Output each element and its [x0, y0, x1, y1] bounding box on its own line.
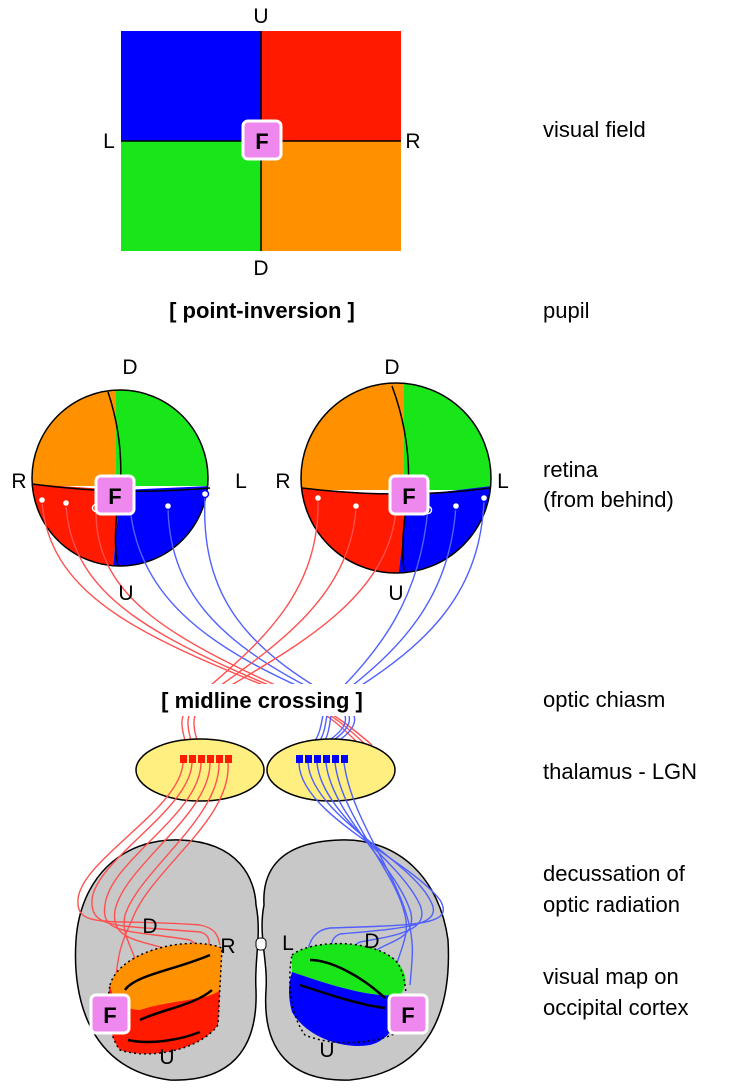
cortex-left-fovea-label: F: [103, 1003, 116, 1028]
visual-field-fovea-badge: F: [241, 119, 283, 161]
side-label-retina-from-behind: (from behind): [543, 487, 674, 512]
retina-right-label-left: R: [275, 470, 290, 493]
optic-nerve-fibers: [37, 489, 489, 756]
side-label-thalamus: thalamus - LGN: [543, 759, 697, 784]
retina-left-label-left: R: [11, 470, 26, 493]
chiasm-caption: [ midline crossing ]: [161, 688, 363, 713]
side-label-pupil: pupil: [543, 298, 589, 323]
cortex-left-label-bottom: U: [159, 1046, 174, 1069]
retina-left-label-top: D: [122, 356, 137, 379]
cortex-left-label-top: D: [142, 915, 157, 938]
cortex-left-label-right: R: [220, 935, 235, 958]
visual-field-label-right: R: [405, 130, 420, 153]
side-label-visual-field: visual field: [543, 117, 646, 142]
cortex-right-fovea-label: F: [401, 1003, 414, 1028]
retina-left-label-bottom: U: [118, 582, 133, 605]
side-label-optic-chiasm: optic chiasm: [543, 687, 665, 712]
pupil-caption: [ point-inversion ]: [169, 298, 355, 323]
lgn-right: [266, 738, 396, 802]
retina-left-label-right: L: [235, 470, 247, 493]
visual-field-fovea-label: F: [255, 129, 268, 154]
cortex-left-visual-map: [107, 942, 223, 1055]
visual-field-label-left: L: [103, 130, 115, 153]
side-label-visual-map: visual map on: [543, 964, 679, 989]
retina-right-fovea-badge: F: [388, 474, 430, 516]
side-label-occipital-cortex: occipital cortex: [543, 995, 689, 1020]
retina-right-label-bottom: U: [388, 582, 403, 605]
retina-left-fovea-badge: F: [94, 474, 136, 516]
visual-field-label-down: D: [253, 257, 268, 280]
visual-field-lower-left-quadrant: [121, 141, 261, 251]
retina-right-label-right: L: [497, 470, 509, 493]
cortex-left-fovea-badge: F: [89, 993, 131, 1035]
cortex-right-label-left: L: [282, 932, 294, 955]
side-label-retina: retina: [543, 457, 599, 482]
retina-left-fovea-label: F: [108, 484, 121, 509]
visual-field: U D L R F: [103, 5, 420, 280]
cortex-right-visual-map: [289, 942, 408, 1046]
visual-field-lower-right-quadrant: [261, 141, 401, 251]
side-label-decussation: decussation of: [543, 861, 686, 886]
retina-right-fovea-label: F: [402, 484, 415, 509]
side-label-optic-radiation: optic radiation: [543, 892, 680, 917]
visual-field-label-up: U: [253, 5, 268, 28]
cortex-right-fovea-badge: F: [387, 993, 429, 1035]
visual-field-upper-left-quadrant: [121, 31, 261, 141]
side-labels: visual field pupil retina (from behind) …: [543, 117, 697, 1020]
cortex-right-label-top: D: [364, 930, 379, 953]
visual-field-upper-right-quadrant: [261, 31, 401, 141]
retina-right-label-top: D: [384, 356, 399, 379]
thalamus-lgn: [135, 738, 396, 802]
cortex-right-label-bottom: U: [319, 1039, 334, 1062]
